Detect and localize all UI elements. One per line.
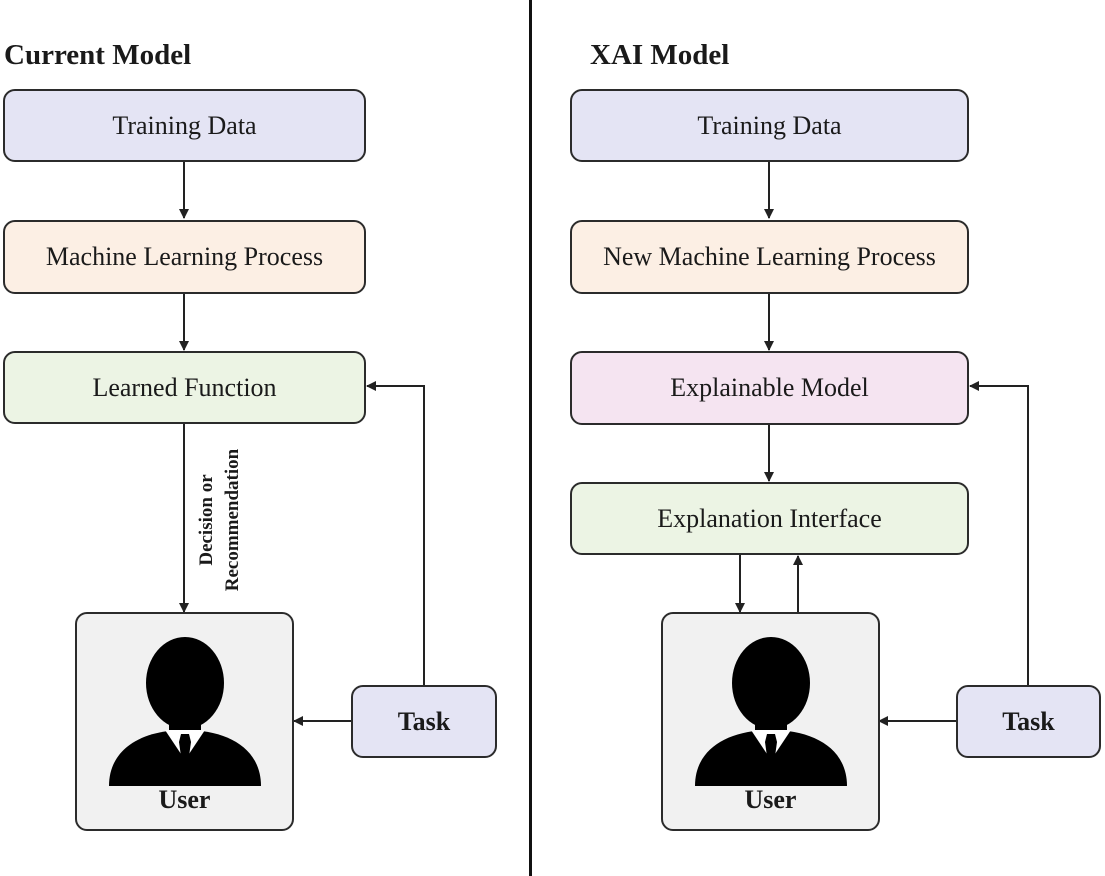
ml-process-label-left: Machine Learning Process (45, 242, 324, 271)
task-box-left: Task (351, 685, 497, 758)
task-box-right: Task (956, 685, 1101, 758)
column-divider (529, 0, 532, 876)
training-data-label-left: Training Data (112, 110, 257, 140)
person-silhouette-icon (695, 637, 847, 786)
user-box-left: User (75, 612, 294, 831)
learned-function-label: Learned Function (92, 372, 277, 402)
task-label-left: Task (397, 706, 451, 736)
ml-process-box-left: Machine Learning Process (3, 220, 366, 294)
arrow-task-to-function-left (366, 381, 425, 685)
ml-process-label-right: New Machine Learning Process (603, 242, 936, 271)
recommendation-label: Recommendation (222, 448, 243, 592)
learned-function-box: Learned Function (3, 351, 366, 424)
explainable-model-box: Explainable Model (570, 351, 969, 425)
explanation-interface-box: Explanation Interface (570, 482, 969, 555)
task-label-right: Task (1002, 706, 1055, 736)
decision-edge-label: Decision or Recommendation (188, 430, 252, 610)
decision-label: Decision or (196, 474, 217, 566)
training-data-box-right: Training Data (570, 89, 969, 162)
training-data-box-left: Training Data (3, 89, 366, 162)
training-data-label-right: Training Data (697, 110, 842, 140)
ml-process-box-right: New Machine Learning Process (570, 220, 969, 294)
arrow-task-to-model-right (969, 381, 1029, 685)
user-label-left: User (158, 785, 211, 814)
explainable-model-label: Explainable Model (670, 373, 869, 402)
xai-model-title: XAI Model (590, 39, 730, 71)
current-model-title: Current Model (4, 39, 192, 71)
user-label-right: User (744, 785, 797, 814)
explanation-interface-label: Explanation Interface (657, 503, 882, 533)
user-box-right: User (661, 612, 880, 831)
person-silhouette-icon (109, 637, 261, 786)
